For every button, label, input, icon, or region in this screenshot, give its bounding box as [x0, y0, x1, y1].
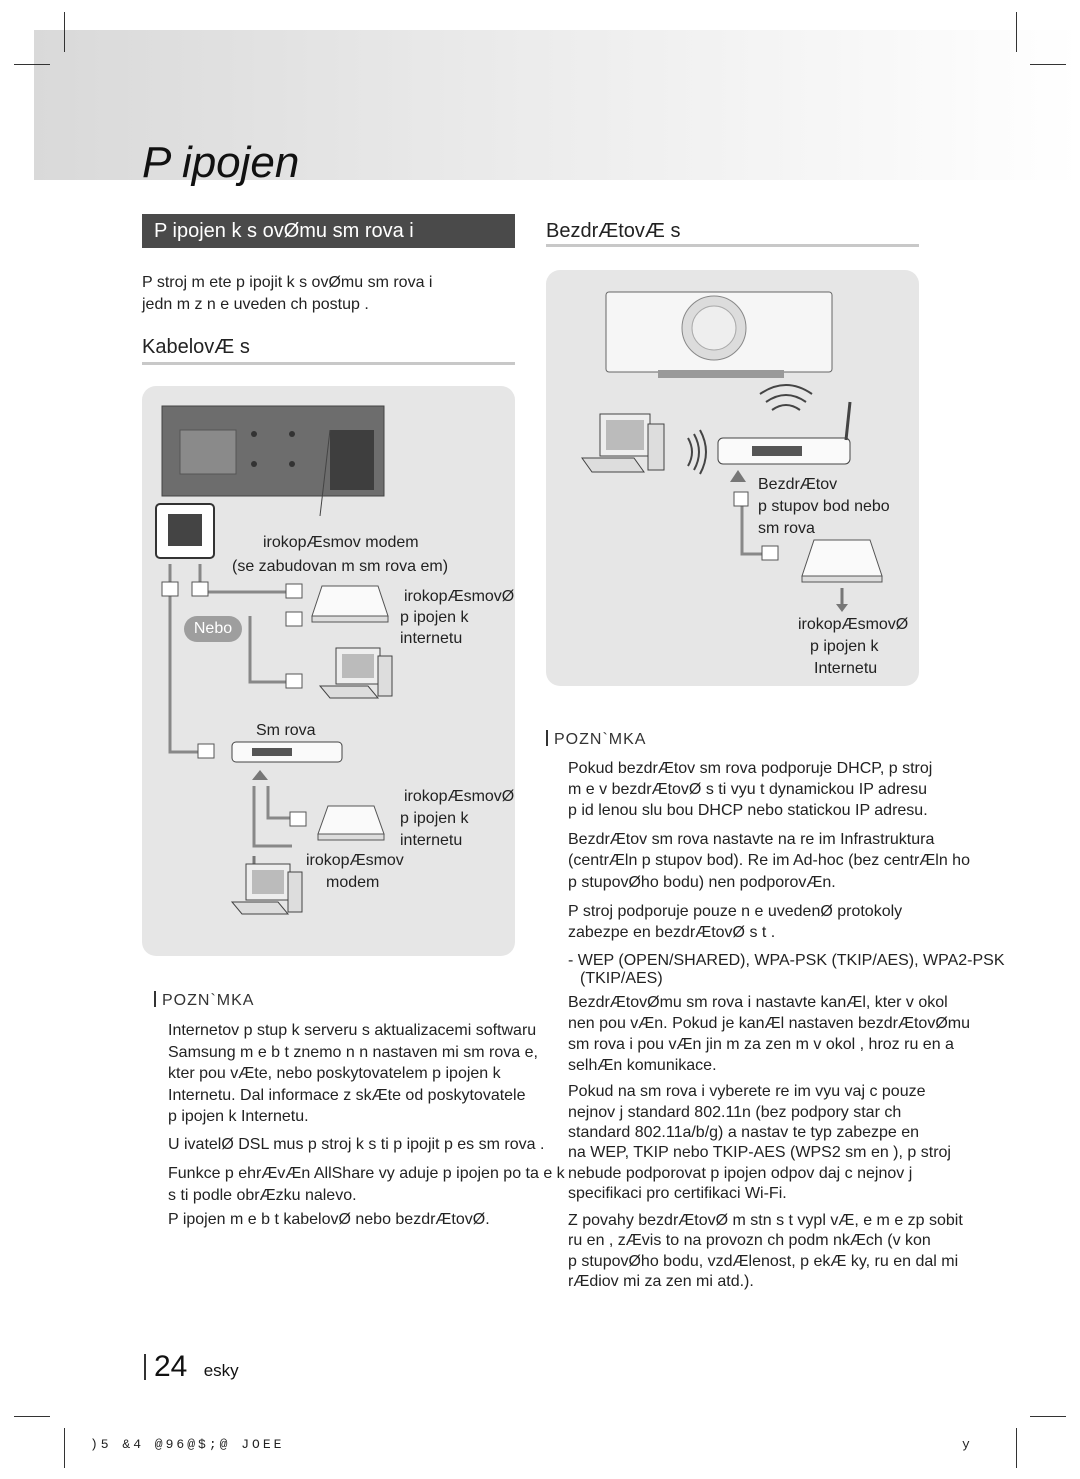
- intro-line-1: P stroj m ete p ipojit k s ovØmu sm rova…: [142, 274, 433, 291]
- crop-mark: [1030, 1416, 1066, 1417]
- note-right-line: selhÆn komunikace.: [568, 1057, 717, 1074]
- note-right-line: ru en , zÆvis to na provozn ch podm nkÆc…: [568, 1232, 931, 1249]
- modem-icon: [317, 805, 385, 841]
- modem-icon: [801, 539, 883, 583]
- note-left-line: U ivatelØ DSL mus p stroj k s ti p ipoji…: [168, 1136, 545, 1153]
- crop-mark: [14, 1416, 50, 1417]
- footer-code: )5 &4 @96@$;@ JOEE: [90, 1437, 285, 1452]
- note-left-line: p ipojen k Internetu.: [168, 1108, 309, 1125]
- note-right-line: nebude podporovat p ipojen odpov daj c n…: [568, 1165, 913, 1182]
- header-banner: [34, 30, 1080, 180]
- note-right-line: nen pou vÆn. Pokud je kanÆl nastaven bez…: [568, 1015, 970, 1032]
- computer-icon: [318, 647, 393, 699]
- conn2-label-2: p ipojen k: [400, 810, 469, 827]
- modem-label-2: (se zabudovan m sm rova em): [232, 558, 449, 575]
- note-right-line: Pokud bezdrÆtov sm rova podporuje DHCP, …: [568, 760, 933, 777]
- page-number: 24 esky: [144, 1350, 239, 1384]
- wconn-label-2: p ipojen k: [810, 638, 879, 655]
- note-right-line: P stroj podporuje pouze n e uvedenØ prot…: [568, 903, 903, 920]
- wireless-heading: BezdrÆtovÆ s: [546, 220, 681, 242]
- note-right-line: specifikaci pro certifikaci Wi-Fi.: [568, 1185, 787, 1202]
- modem2-label-2: modem: [326, 874, 380, 891]
- router-icon: [231, 741, 343, 780]
- note-left-line: P ipojen m e b t kabelovØ nebo bezdrÆtov…: [168, 1211, 490, 1228]
- note-left-line: kter pou vÆte, nebo poskytovatelem p ipo…: [168, 1065, 501, 1082]
- note-heading-right: POZN`MKA: [546, 730, 646, 749]
- conn2-label-3: internetu: [400, 832, 463, 849]
- computer-icon: [581, 413, 665, 473]
- conn1-label-1: irokopÆsmovØ: [404, 588, 515, 605]
- ap-label-1: BezdrÆtov: [758, 476, 838, 493]
- note-right-line: Pokud na sm rova i vyberete re im vyu va…: [568, 1083, 926, 1100]
- note-right-line: sm rova i pou vÆn jin m za zen m v okol …: [568, 1036, 954, 1053]
- note-left-line: s ti podle obrÆzku nalevo.: [168, 1187, 357, 1204]
- divider: [142, 362, 515, 365]
- footer-mark: y: [962, 1437, 973, 1452]
- ap-label-2: p stupov bod nebo: [758, 498, 890, 515]
- page-language: esky: [203, 1361, 239, 1380]
- crop-mark: [64, 1428, 65, 1468]
- intro-line-2: jedn m z n e uveden ch postup .: [142, 296, 369, 313]
- wireless-diagram: [581, 291, 883, 612]
- crop-mark: [1016, 12, 1017, 52]
- modem2-label-1: irokopÆsmov: [306, 852, 404, 869]
- note-left-line: Samsung m e b t znemo n n nastaven mi sm…: [168, 1044, 538, 1061]
- crop-mark: [14, 64, 50, 65]
- note-right-line: Z povahy bezdrÆtovØ m stn s t vypl vÆ, e…: [568, 1212, 963, 1229]
- note-right-line: standard 802.11a/b/g) a nastav te typ za…: [568, 1124, 920, 1141]
- section-title-bar: P ipojen k s ovØmu sm rova i: [142, 214, 515, 248]
- computer-icon: [230, 863, 303, 915]
- note-left-line: Internetu. Dal informace z skÆte od posk…: [168, 1087, 526, 1104]
- wconn-label-3: Internetu: [814, 660, 878, 677]
- crop-mark: [1030, 64, 1066, 65]
- modem-icon: [311, 585, 389, 623]
- note-heading-left: POZN`MKA: [154, 991, 254, 1010]
- conn1-label-3: internetu: [400, 630, 463, 647]
- note-right-line: rÆdiov mi za zen mi atd.).: [568, 1273, 754, 1290]
- page-title: P ipojen: [142, 138, 300, 187]
- note-right-line: (centrÆln p stupov bod). Re im Ad-hoc (b…: [568, 852, 970, 869]
- router-label: Sm rova: [256, 722, 316, 739]
- conn1-label-2: p ipojen k: [400, 609, 469, 626]
- note-right-line: p stupovØho bodu) nen podporovÆn.: [568, 874, 836, 891]
- note-right-line: - WEP (OPEN/SHARED), WPA-PSK (TKIP/AES),…: [568, 952, 1005, 969]
- note-right-line: BezdrÆtov sm rova nastavte na re im Infr…: [568, 831, 935, 848]
- crop-mark: [64, 12, 65, 52]
- wifi-signal-icon: [687, 384, 813, 475]
- note-right-line: na WEP, TKIP nebo TKIP-AES (WPS2 sm en )…: [568, 1144, 951, 1161]
- note-right-line: zabezpe en bezdrÆtovØ s t .: [568, 924, 776, 941]
- wired-diagram: [155, 405, 393, 915]
- note-right-line: p id lenou slu bou DHCP nebo statickou I…: [568, 802, 928, 819]
- wired-heading: KabelovÆ s: [142, 336, 250, 358]
- note-right-line: p stupovØho bodu, vzdÆlenost, p ekÆ ky, …: [568, 1253, 959, 1270]
- note-right-line: m e v bezdrÆtovØ s ti vyu t dynamickou I…: [568, 781, 927, 798]
- wconn-label-1: irokopÆsmovØ: [798, 616, 909, 633]
- divider: [546, 244, 919, 247]
- nebo-badge: Nebo: [184, 616, 242, 642]
- conn2-label-1: irokopÆsmovØ: [404, 788, 515, 805]
- note-left-line: Funkce p ehrÆvÆn AllShare vy aduje p ipo…: [168, 1165, 565, 1182]
- crop-mark: [1016, 1428, 1017, 1468]
- modem-label-1: irokopÆsmov modem: [263, 534, 419, 551]
- note-right-line: nejnov j standard 802.11n (bez podpory s…: [568, 1104, 902, 1121]
- page-number-value: 24: [154, 1350, 188, 1383]
- ap-label-3: sm rova: [758, 520, 815, 537]
- note-right-line: (TKIP/AES): [580, 970, 663, 987]
- home-theater-icon: [605, 291, 833, 378]
- access-point-icon: [717, 401, 852, 465]
- note-left-line: Internetov p stup k serveru s aktualizac…: [168, 1022, 537, 1039]
- note-right-line: BezdrÆtovØmu sm rova i nastavte kanÆl, k…: [568, 994, 948, 1011]
